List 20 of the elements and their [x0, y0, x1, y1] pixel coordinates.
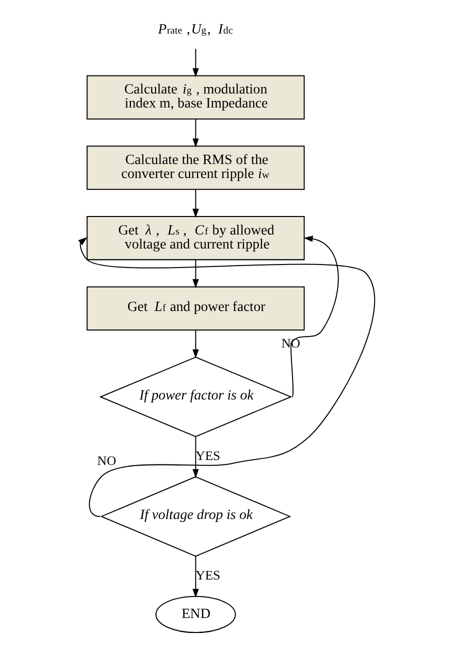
- node-diamond: If voltage drop is ok: [100, 476, 291, 557]
- edge-label: NO: [96, 452, 116, 468]
- arrow: [78, 237, 374, 517]
- edge-label: YES: [195, 568, 220, 583]
- arrow: [290, 236, 338, 398]
- node-text: Prate ,Ug, Idc: [157, 21, 232, 38]
- node-box: Calculate ig , modulation index m, base Impedance: [86, 75, 304, 120]
- node-box: Get Lf and power factor: [86, 286, 304, 331]
- edge-label: YES: [195, 448, 220, 464]
- node-box: Calculate the RMS of the converter current ripple iw: [86, 146, 304, 190]
- arrow: [192, 260, 198, 288]
- arrow: [192, 330, 198, 358]
- arrow: [192, 436, 198, 478]
- arrow: [192, 190, 198, 218]
- node-box: Get λ , Ls , Cf by allowed voltage and current ripple: [86, 216, 304, 260]
- node-ellipse: END: [154, 596, 236, 634]
- arrow: [192, 556, 198, 598]
- node-diamond: If power factor is ok: [98, 356, 292, 438]
- arrow: [192, 48, 198, 78]
- arrow: [192, 119, 198, 148]
